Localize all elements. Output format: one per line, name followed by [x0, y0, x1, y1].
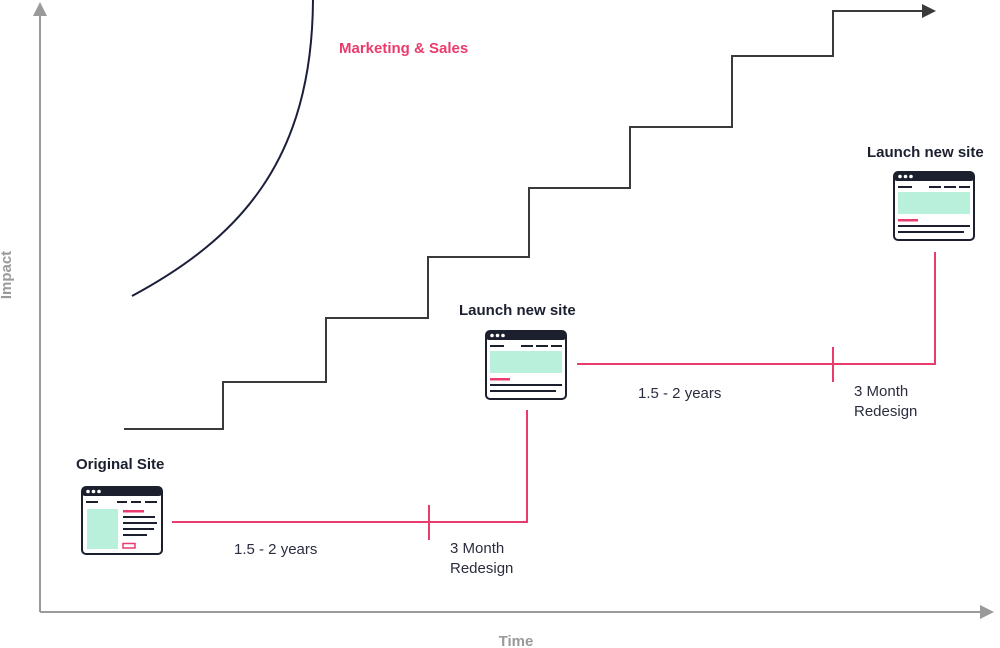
staircase-arrow-icon [922, 4, 936, 18]
x-axis [40, 605, 994, 619]
arrow-up-icon [33, 2, 47, 16]
redesign-label-1-line2: Redesign [450, 560, 513, 577]
redesign-label-2-line2: Redesign [854, 403, 917, 420]
timeline-stage-2 [577, 252, 936, 365]
x-axis-label: Time [499, 633, 534, 648]
timeline-stage-1 [172, 410, 528, 523]
y-axis [33, 2, 47, 612]
duration-label-2: 1.5 - 2 years [638, 385, 721, 402]
impact-staircase [124, 10, 922, 430]
original-site-title: Original Site [76, 456, 164, 473]
browser-window-icon [893, 171, 975, 241]
browser-window-icon [485, 330, 567, 400]
duration-label-1: 1.5 - 2 years [234, 541, 317, 558]
redesign-label-2-line1: 3 Month [854, 383, 908, 400]
browser-window-icon [81, 486, 163, 555]
marketing-sales-label: Marketing & Sales [339, 40, 468, 57]
launch-site-1-title: Launch new site [459, 302, 576, 319]
arrow-right-icon [980, 605, 994, 619]
y-axis-label: Impact [0, 251, 15, 299]
launch-site-2-title: Launch new site [867, 144, 984, 161]
redesign-label-1-line1: 3 Month [450, 540, 504, 557]
marketing-sales-curve [131, 0, 314, 297]
